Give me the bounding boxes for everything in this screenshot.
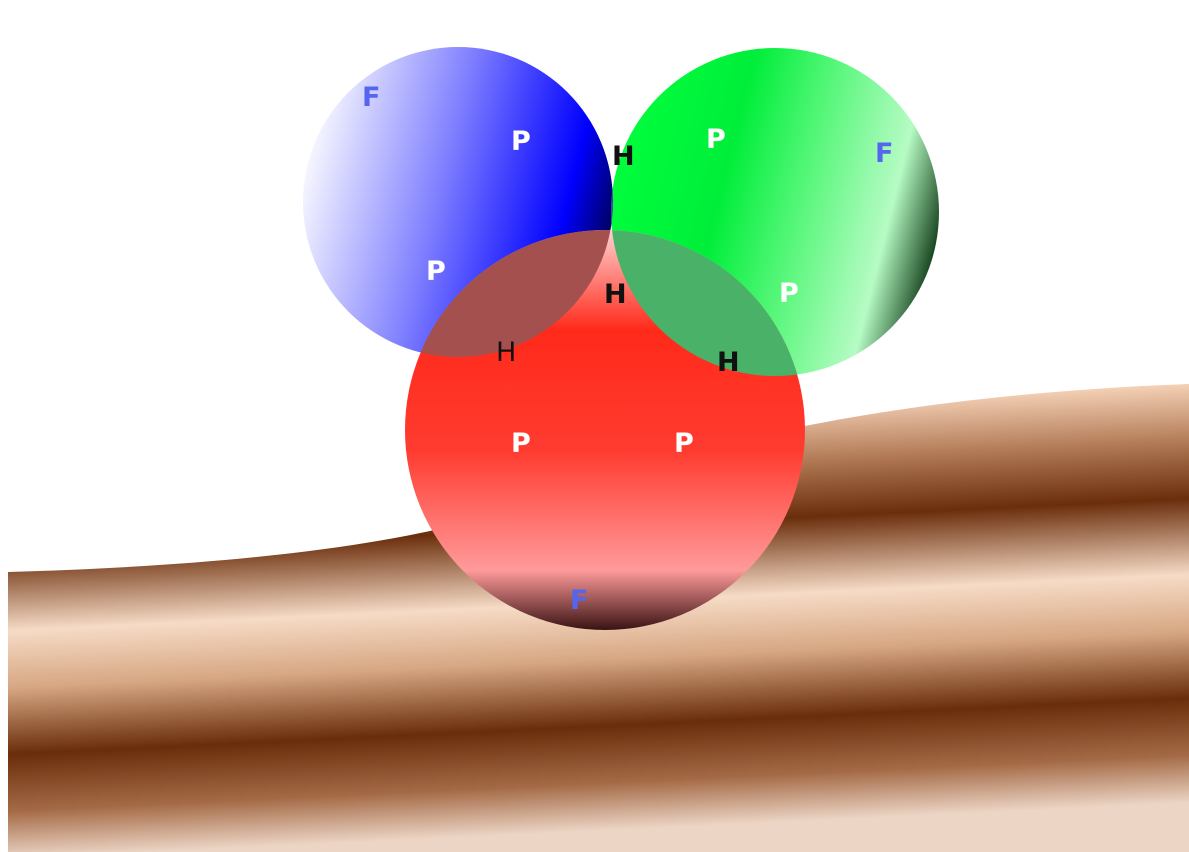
blue-red-label: H	[496, 337, 516, 368]
green-red-label: H	[717, 347, 740, 378]
red-near-green-label: P	[674, 428, 694, 459]
red-near-blue-label: P	[511, 428, 531, 459]
green-only-label: F	[875, 138, 893, 169]
blue-near-green-label: P	[511, 126, 531, 157]
green-near-blue-label: P	[706, 124, 726, 155]
green-near-red-label: P	[779, 278, 799, 309]
center-label: H	[604, 279, 627, 310]
red-only-label: F	[570, 585, 588, 616]
blue-green-label: H	[612, 141, 635, 172]
blue-near-red-label: P	[426, 256, 446, 287]
green-red-overlap	[611, 230, 805, 376]
blue-only-label: F	[362, 82, 380, 113]
blue-red-overlap	[405, 230, 613, 357]
